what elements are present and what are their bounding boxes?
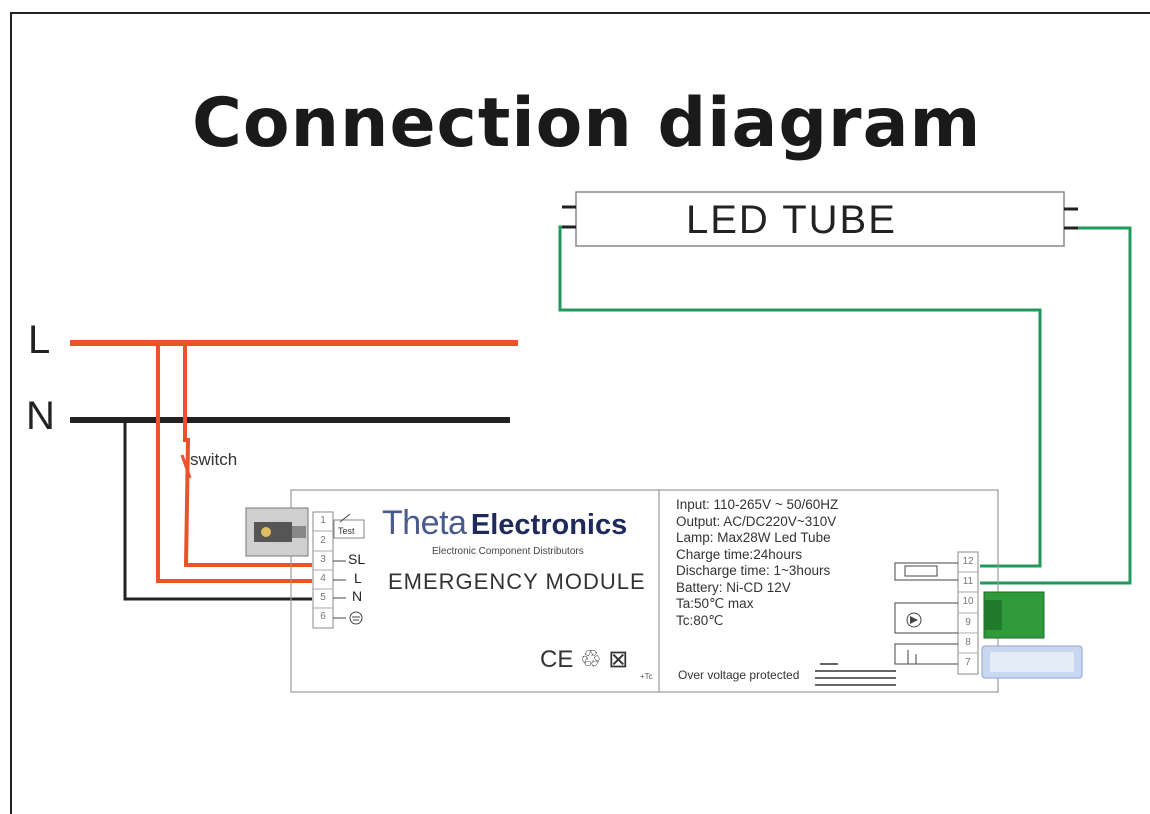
overvoltage-label: Over voltage protected [678,668,800,682]
left-pin-4: 4 [320,573,326,584]
module-name: EMERGENCY MODULE [388,569,646,594]
switch-gap-marker [180,454,192,479]
left-pin-6: 6 [320,611,326,622]
right-pin-11: 11 [962,576,974,587]
right-pin-12: 12 [962,556,974,567]
earth-symbol [349,611,363,625]
left-pin-3: 3 [320,554,326,565]
switched-live-wire [183,343,312,567]
led-indicator-symbol [894,602,958,634]
live-drop-wire [156,343,312,583]
spec-output: Output: AC/DC220V~310V [676,513,837,529]
right-pin-10: 10 [962,596,974,607]
tube-output-symbol [894,562,958,581]
spec-discharge-time: Discharge time: 1~3hours [676,563,831,578]
spec-tc: Tc:80℃ [676,612,724,628]
left-pin-1: 1 [320,515,326,526]
right-pin-7: 7 [965,657,971,668]
brand-logo: Theta Electronics [382,504,627,543]
certification-marks: CE ♲ ⊠ [540,646,629,673]
test-switch-symbol [333,519,365,539]
test-label: Test [338,526,355,536]
brand-name-bold: Electronics [470,509,628,541]
brand-tagline: Electronic Component Distributors [432,546,584,557]
battery-symbol [894,643,958,665]
neutral-line-label: N [26,394,55,438]
wiring-diagram [70,191,1132,693]
diagram-title: Connection diagram [192,84,982,163]
diagram-frame [10,12,1150,814]
led-tube-label: LED TUBE [686,198,897,242]
terminal-label-l: L [354,570,362,586]
terminal-label-sl: SL [348,551,366,567]
spec-battery: Battery: Ni-CD 12V [676,579,791,595]
led-tube [575,191,1065,247]
terminal-label-n: N [352,588,363,604]
tc-marker: +Tc [640,672,653,681]
left-pin-5: 5 [320,592,326,603]
spec-charge-time: Charge time:24hours [676,546,803,562]
neutral-drop-wire [123,420,312,601]
live-line-label: L [28,318,51,362]
lamp-wire-right [980,226,1132,585]
spec-list: Input: 110-265V ~ 50/60HZ Output: AC/DC2… [676,497,838,629]
spec-lamp: Lamp: Max28W Led Tube [676,530,831,545]
switch-label: switch [190,450,238,469]
lamp-wire-left [558,225,1042,568]
spec-input: Input: 110-265V ~ 50/60HZ [676,497,839,512]
right-pin-8: 8 [965,637,971,648]
brand-name-light: Theta [382,504,467,542]
spec-ta: Ta:50℃ max [676,596,754,611]
left-pin-2: 2 [320,535,326,546]
right-pin-9: 9 [965,617,971,628]
module-body [290,489,999,693]
